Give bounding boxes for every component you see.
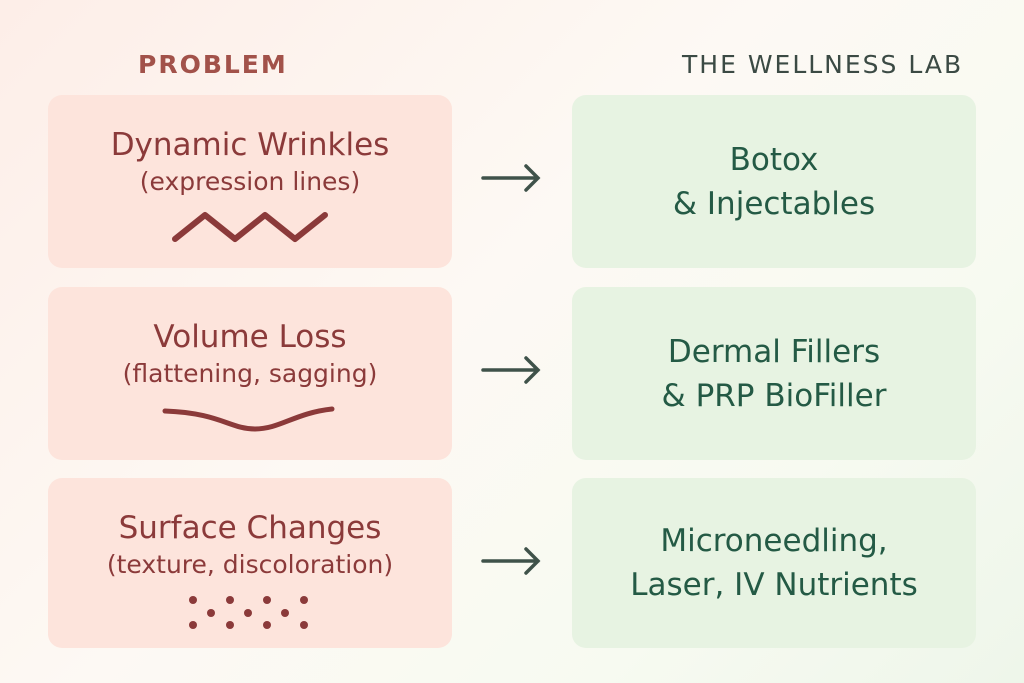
problem-detail: (flattening, sagging) <box>122 359 378 388</box>
zigzag-icon <box>172 212 328 242</box>
solution-line: & PRP BioFiller <box>661 377 887 414</box>
solution-card-botox: Botox & Injectables <box>572 95 976 268</box>
problem-card-surface: Surface Changes (texture, discoloration) <box>48 478 452 648</box>
solution-card-fillers: Dermal Fillers & PRP BioFiller <box>572 287 976 460</box>
problem-header: PROBLEM <box>138 50 288 79</box>
brand-header: THE WELLNESS LAB <box>682 50 964 79</box>
problem-title: Dynamic Wrinkles <box>110 127 390 163</box>
arrow-right-icon <box>481 356 541 384</box>
arrow-right-icon <box>481 547 541 575</box>
problem-detail: (expression lines) <box>139 167 361 196</box>
solution-line: Botox <box>729 141 819 178</box>
solution-line: Dermal Fillers <box>667 333 881 370</box>
problem-card-volume: Volume Loss (flattening, sagging) <box>48 287 452 460</box>
problem-detail: (texture, discoloration) <box>106 550 394 579</box>
arrow-right-icon <box>481 164 541 192</box>
solution-line: & Injectables <box>672 185 876 222</box>
dots-icon <box>189 596 308 629</box>
problem-card-wrinkles: Dynamic Wrinkles (expression lines) <box>48 95 452 268</box>
problem-title: Volume Loss <box>153 319 347 355</box>
solution-line: Microneedling, <box>660 523 888 559</box>
problem-title: Surface Changes <box>118 510 382 546</box>
solution-card-microneedling: Microneedling, Laser, IV Nutrients <box>572 478 976 648</box>
solution-line: Laser, IV Nutrients <box>630 567 918 603</box>
curve-icon <box>162 406 335 432</box>
